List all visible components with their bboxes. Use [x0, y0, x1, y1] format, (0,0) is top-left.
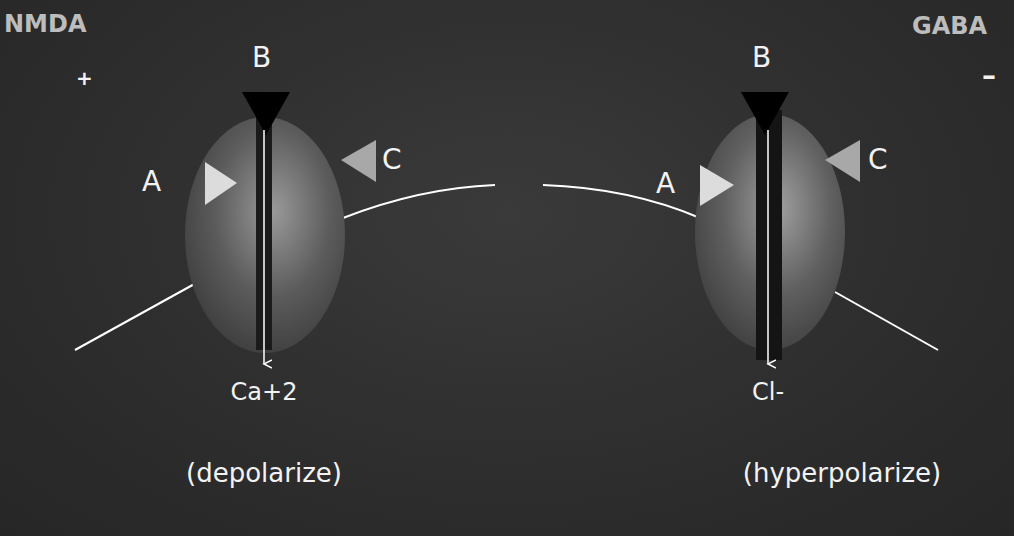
charge-sign: +: [76, 68, 93, 88]
effect-note: (hyperpolarize): [743, 460, 941, 486]
site-letter: A: [142, 168, 161, 196]
site-letter: C: [382, 146, 402, 174]
gaba-receptor: [695, 92, 860, 364]
site-letter: B: [252, 44, 271, 72]
receptor-name: GABA: [912, 14, 987, 38]
site-letter: A: [656, 170, 675, 198]
receptor-name: NMDA: [4, 12, 86, 36]
nmda-receptor: [185, 92, 376, 364]
site-letter: C: [868, 146, 888, 174]
effect-note: (depolarize): [186, 460, 342, 486]
ion-label: Ca+2: [231, 380, 298, 404]
site-letter: B: [752, 44, 771, 72]
ion-label: Cl-: [752, 380, 784, 404]
charge-sign: –: [982, 62, 996, 90]
